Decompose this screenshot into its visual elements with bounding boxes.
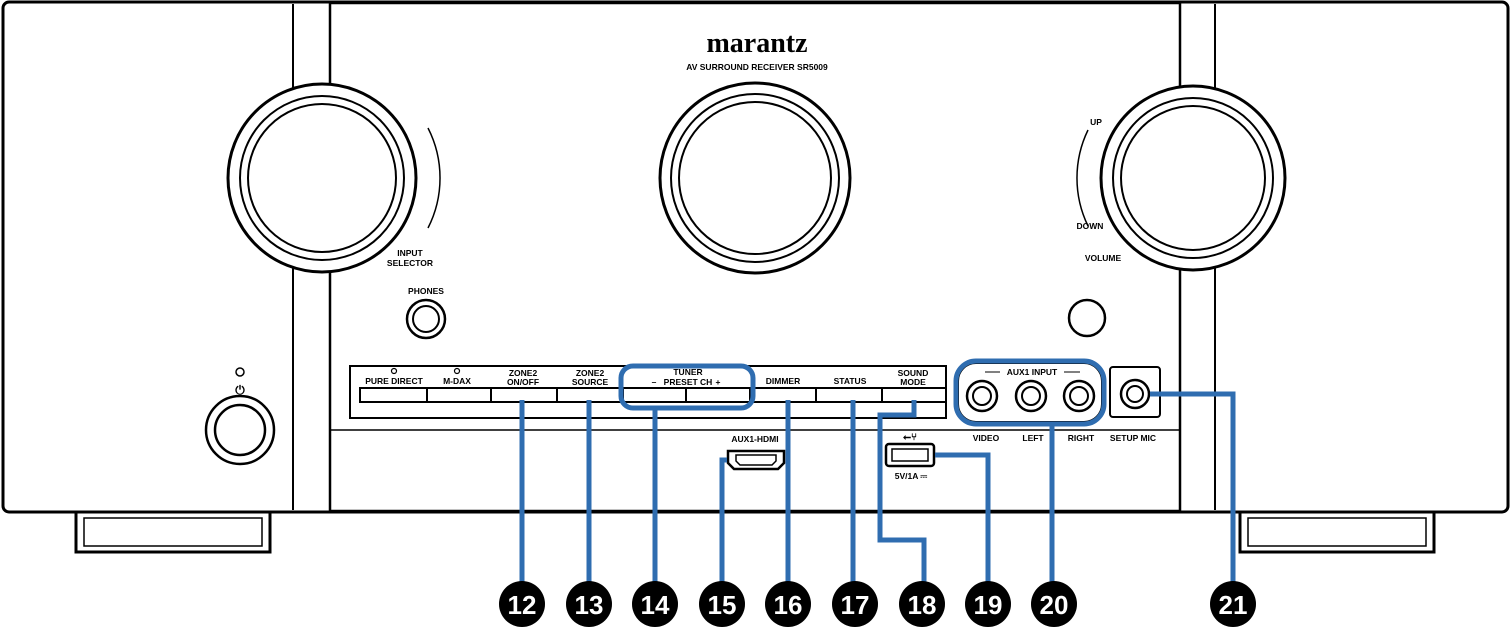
- aux1-video-jack[interactable]: [965, 379, 999, 413]
- pure-direct-button[interactable]: [359, 387, 428, 403]
- zone2-source-label-1: ZONE2: [576, 368, 605, 378]
- model-name: AV SURROUND RECEIVER SR5009: [686, 62, 828, 72]
- pure-direct-label: PURE DIRECT: [365, 376, 423, 386]
- usb-icon: ⭠⑂: [903, 432, 917, 443]
- usb-port[interactable]: [884, 442, 936, 468]
- aux1-input-highlight: [953, 358, 1107, 427]
- aux1-hdmi-label: AUX1-HDMI: [731, 434, 778, 444]
- brand-logo: marantz: [706, 28, 807, 59]
- svg-text:16: 16: [774, 590, 803, 620]
- aux1-left-jack[interactable]: [1014, 379, 1048, 413]
- tuner-preset-highlight: [618, 363, 756, 411]
- sound-mode-label-1: SOUND: [898, 368, 929, 378]
- input-selector-label-1: INPUT: [397, 248, 423, 258]
- svg-text:17: 17: [841, 590, 870, 620]
- preset-minus-button[interactable]: [622, 387, 687, 403]
- callout-13: 13: [566, 581, 612, 627]
- volume-knob[interactable]: [1099, 84, 1287, 272]
- svg-text:14: 14: [641, 590, 670, 620]
- m-dax-button[interactable]: [426, 387, 492, 403]
- remote-sensor: [1067, 298, 1107, 338]
- zone2-onoff-button[interactable]: [490, 387, 558, 403]
- svg-text:20: 20: [1040, 590, 1069, 620]
- input-selector-knob[interactable]: [226, 82, 418, 274]
- volume-label: VOLUME: [1085, 253, 1122, 263]
- aux1-right-jack[interactable]: [1062, 379, 1096, 413]
- video-label: VIDEO: [973, 433, 1000, 443]
- callout-17: 17: [832, 581, 878, 627]
- svg-text:13: 13: [575, 590, 604, 620]
- usb-rating-label: 5V/1A ⎓: [895, 471, 929, 481]
- left-label: LEFT: [1022, 433, 1044, 443]
- aux1-hdmi-port[interactable]: [726, 449, 786, 471]
- callout-leaders: [519, 391, 1236, 582]
- setup-mic-jack[interactable]: [1119, 378, 1151, 410]
- callout-16: 16: [765, 581, 811, 627]
- callout-21: 21: [1210, 581, 1256, 627]
- pure-direct-indicator: [390, 367, 398, 375]
- preset-minus-label: –: [652, 377, 657, 387]
- callout-14: 14: [632, 581, 678, 627]
- callout-15: 15: [699, 581, 745, 627]
- setup-mic-label: SETUP MIC: [1110, 433, 1156, 443]
- zone2-source-label-2: SOURCE: [572, 377, 609, 387]
- aux1-input-label: AUX1 INPUT: [1007, 367, 1058, 377]
- volume-down-label: DOWN: [1077, 221, 1104, 231]
- center-knob[interactable]: [658, 81, 852, 275]
- svg-text:12: 12: [508, 590, 537, 620]
- callout-20: 20: [1031, 581, 1077, 627]
- power-symbol-icon: ⏻: [235, 383, 245, 397]
- zone2-onoff-label-2: ON/OFF: [507, 377, 539, 387]
- input-selector-label-2: SELECTOR: [387, 258, 433, 268]
- callout-19: 19: [965, 581, 1011, 627]
- power-button[interactable]: [204, 394, 276, 466]
- sound-mode-button[interactable]: [881, 387, 947, 403]
- svg-text:21: 21: [1219, 590, 1248, 620]
- svg-text:15: 15: [708, 590, 737, 620]
- m-dax-indicator: [453, 367, 461, 375]
- zone2-source-button[interactable]: [556, 387, 624, 403]
- callout-12: 12: [499, 581, 545, 627]
- preset-plus-label: +: [716, 377, 721, 387]
- svg-text:19: 19: [974, 590, 1003, 620]
- svg-text:18: 18: [908, 590, 937, 620]
- volume-up-label: UP: [1090, 117, 1102, 127]
- right-label: RIGHT: [1068, 433, 1095, 443]
- zone2-onoff-label-1: ZONE2: [509, 368, 538, 378]
- callout-18: 18: [899, 581, 945, 627]
- power-indicator: [235, 367, 245, 377]
- phones-jack[interactable]: [405, 298, 447, 340]
- phones-label: PHONES: [408, 286, 444, 296]
- status-button[interactable]: [815, 387, 883, 403]
- dimmer-label: DIMMER: [766, 376, 800, 386]
- dimmer-button[interactable]: [749, 387, 817, 403]
- m-dax-label: M-DAX: [443, 376, 471, 386]
- status-label: STATUS: [834, 376, 867, 386]
- sound-mode-label-2: MODE: [900, 377, 926, 387]
- tuner-label: TUNER: [673, 367, 702, 377]
- preset-ch-label: PRESET CH: [664, 377, 713, 387]
- preset-plus-button[interactable]: [685, 387, 751, 403]
